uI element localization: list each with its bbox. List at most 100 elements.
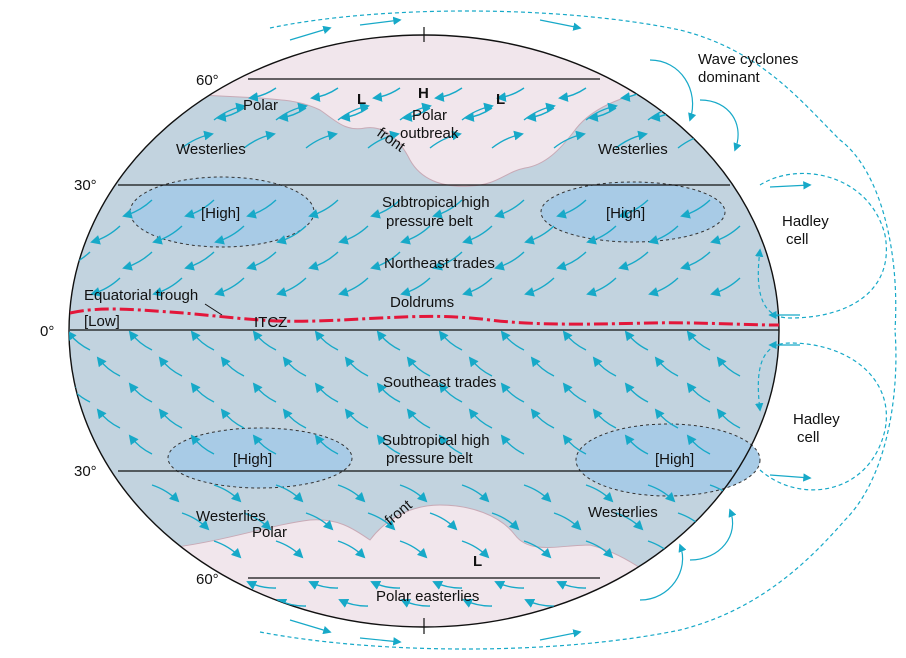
- wind-arrow-northeast-trades: [710, 277, 741, 297]
- wind-arrow-polar-easterlies-north: [69, 87, 91, 102]
- wind-arrow-southeast-trades: [500, 330, 525, 351]
- wind-arrow-polar-easterlies-south: [710, 598, 741, 608]
- wind-arrow-polar-easterlies-south: [152, 598, 183, 608]
- wind-arrow-southeast-trades: [716, 356, 741, 377]
- wind-arrow-northeast-trades: [680, 199, 711, 219]
- wind-arrow-westerlies-south: [739, 512, 768, 531]
- wind-arrow-polar-easterlies-north: [464, 107, 493, 122]
- wind-arrow-southeast-trades: [406, 356, 431, 377]
- wind-arrow-polar-easterlies-north: [496, 87, 525, 102]
- lat-label-30s: 30°: [74, 463, 97, 480]
- wave-cyclone-swirl-4: [689, 508, 737, 561]
- north-high-left-label: [High]: [201, 205, 240, 222]
- hadley-upper-line-2: cell: [786, 231, 809, 248]
- wind-arrow-northeast-trades: [462, 225, 493, 245]
- wind-arrow-southeast-trades: [468, 356, 493, 377]
- wind-arrow-westerlies-north: [243, 130, 276, 149]
- wind-arrow-northeast-trades: [122, 251, 153, 271]
- wind-arrow-polar-easterlies-north: [124, 87, 153, 102]
- wind-arrow-westerlies-north: [739, 130, 772, 149]
- wind-arrow-westerlies-south: [523, 484, 552, 503]
- wind-arrow-westerlies-south: [275, 540, 304, 559]
- wind-arrow-southeast-trades: [438, 434, 463, 455]
- wind-arrow-polar-easterlies-north: [248, 87, 277, 102]
- wind-arrow-southeast-trades: [314, 434, 339, 455]
- wind-arrow-polar-easterlies-south: [618, 580, 649, 590]
- lower-flow-3: [539, 629, 582, 641]
- wind-arrow-southeast-trades: [562, 330, 587, 351]
- wind-arrow-polar-easterlies-south: [556, 580, 587, 590]
- wind-arrow-northeast-trades: [152, 225, 183, 245]
- wind-arrow-southeast-trades: [128, 382, 153, 403]
- wind-arrow-southeast-trades: [376, 330, 401, 351]
- wind-arrow-polar-easterlies-north: [558, 87, 587, 102]
- wind-arrow-northeast-trades: [524, 225, 555, 245]
- wind-arrow-southeast-trades: [158, 408, 183, 429]
- wind-arrow-southeast-trades: [406, 408, 431, 429]
- doldrums-label: Doldrums: [390, 294, 454, 311]
- wind-arrow-polar-easterlies-south: [524, 598, 555, 608]
- wind-arrow-westerlies-south: [461, 484, 490, 503]
- wave-cyclone-swirl-2: [699, 99, 742, 152]
- wind-arrow-westerlies-south: [647, 484, 676, 503]
- wind-arrow-southeast-trades: [654, 356, 679, 377]
- wind-arrow-polar-easterlies-south: [400, 598, 431, 608]
- wind-arrow-northeast-trades: [586, 277, 617, 297]
- wind-arrow-polar-easterlies-south: [246, 580, 277, 590]
- wind-arrow-westerlies-north: [89, 102, 122, 121]
- wind-arrow-northeast-trades: [370, 251, 401, 271]
- hadley-cell-upper-top: [769, 181, 812, 190]
- wind-arrow-northeast-trades: [494, 251, 525, 271]
- north-high-right: [540, 181, 726, 243]
- wind-arrow-northeast-trades: [90, 225, 121, 245]
- polar-outbreak-line-1: Polar: [412, 107, 447, 124]
- wind-arrow-northeast-trades: [246, 199, 277, 219]
- wind-arrow-northeast-trades: [618, 251, 649, 271]
- wind-arrow-northeast-trades: [276, 225, 307, 245]
- wind-arrow-northeast-trades: [122, 199, 153, 219]
- wind-arrow-westerlies-north: [429, 130, 462, 149]
- wind-arrow-westerlies-north: [615, 130, 648, 149]
- wind-arrow-northeast-trades: [524, 277, 555, 297]
- hadley-upper-line-1: Hadley: [782, 213, 829, 230]
- wind-arrow-southeast-trades: [344, 356, 369, 377]
- wind-arrow-southeast-trades: [220, 408, 245, 429]
- wind-arrow-northeast-trades: [338, 277, 369, 297]
- outer-circulation-top: [269, 10, 897, 331]
- south-westerlies-left: Westerlies: [196, 508, 266, 525]
- wind-arrow-westerlies-south: [151, 484, 180, 503]
- wind-arrow-northeast-trades: [90, 277, 121, 297]
- wind-arrow-polar-easterlies-south: [586, 598, 617, 608]
- outer-circulation-bottom: [259, 329, 897, 650]
- wind-arrow-northeast-trades: [586, 225, 617, 245]
- wind-arrow-northeast-trades: [680, 251, 711, 271]
- wind-arrow-polar-easterlies-north: [310, 87, 339, 102]
- wind-arrow-northeast-trades: [184, 251, 215, 271]
- north-polar-label: Polar: [243, 97, 278, 114]
- wind-arrow-southeast-trades: [190, 330, 215, 351]
- wave-cyclone-swirl-1: [649, 59, 697, 122]
- upper-flow-3: [539, 19, 582, 31]
- wind-arrow-polar-easterlies-north: [154, 107, 183, 122]
- wind-arrow-southeast-trades: [252, 330, 277, 351]
- wind-arrow-westerlies-south: [491, 512, 520, 531]
- wind-arrow-northeast-trades: [214, 225, 245, 245]
- wind-arrow-southeast-trades: [128, 330, 153, 351]
- north-low-right: L: [496, 91, 505, 108]
- wind-arrow-westerlies-south: [243, 512, 272, 531]
- wind-arrow-westerlies-south: [151, 540, 180, 559]
- wind-arrow-polar-easterlies-north: [434, 87, 463, 102]
- wind-arrow-westerlies-south: [181, 512, 210, 531]
- south-subtropical-line-1: Subtropical high: [382, 432, 490, 449]
- wind-arrow-polar-easterlies-south: [276, 598, 307, 608]
- wind-arrow-westerlies-south: [305, 512, 334, 531]
- wind-arrow-northeast-trades: [556, 199, 587, 219]
- wind-arrow-westerlies-south: [89, 484, 118, 503]
- wind-arrow-polar-easterlies-south: [462, 598, 493, 608]
- wind-arrow-northeast-trades: [556, 251, 587, 271]
- wind-arrow-southeast-trades: [314, 330, 339, 351]
- wind-arrow-southeast-trades: [128, 434, 153, 455]
- wind-arrow-polar-easterlies-north: [278, 107, 307, 122]
- south-high-right-label: [High]: [655, 451, 694, 468]
